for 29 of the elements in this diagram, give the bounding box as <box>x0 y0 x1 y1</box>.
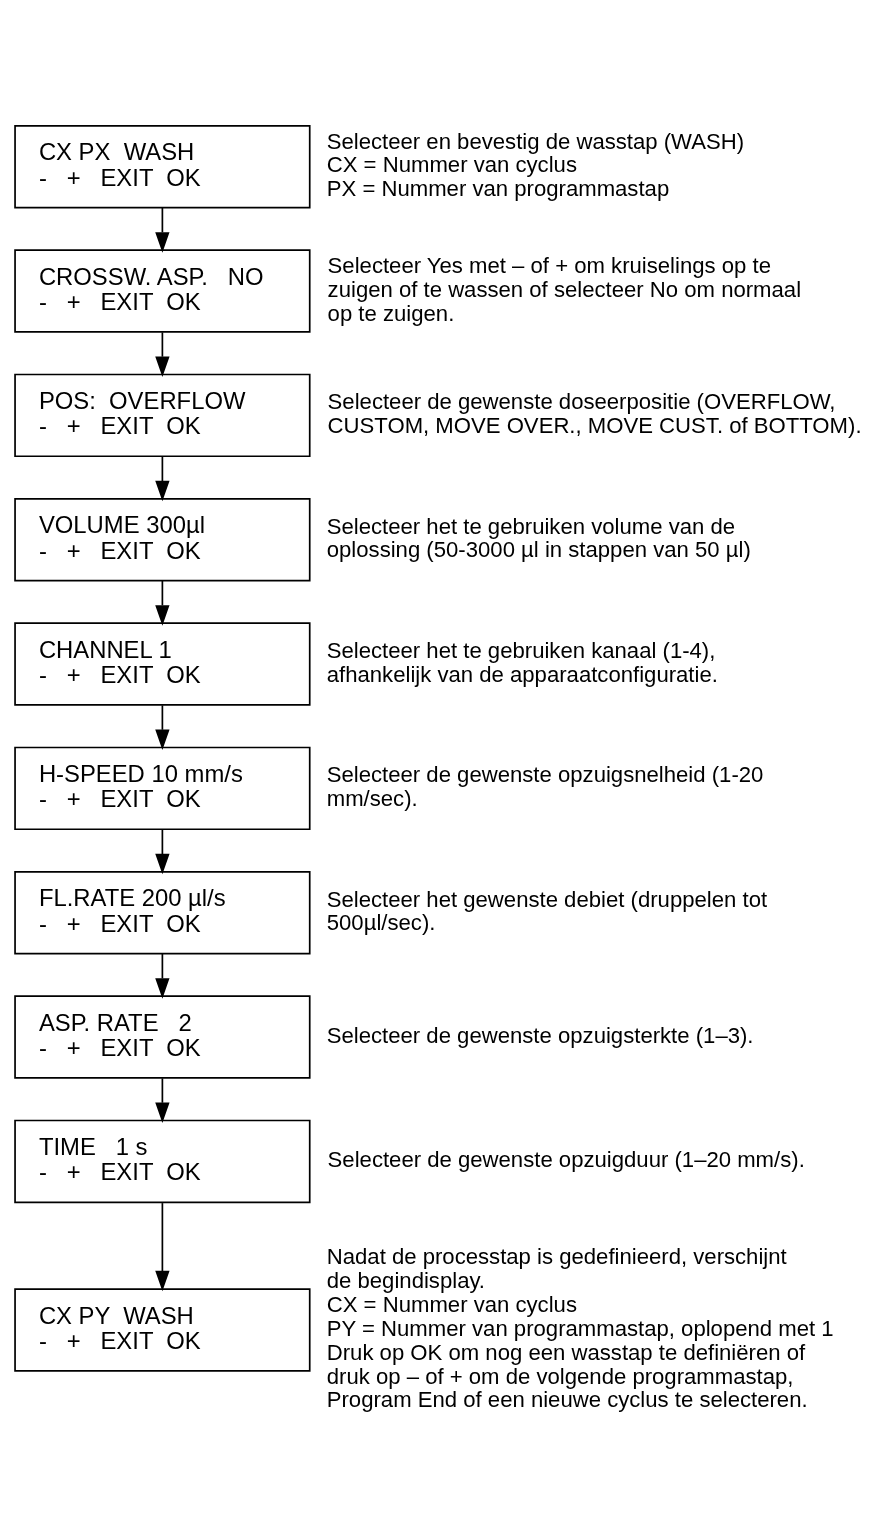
arrow <box>155 579 170 626</box>
arrow <box>155 1077 170 1123</box>
node-label: Nadat de processtap is gedefinieerd, verschijnt de begindisplay. <box>326 1243 787 1293</box>
node-label: Selecteer het gewenste debiet (druppelen tot 500µl/sec). <box>326 886 768 935</box>
node-label: Selecteer en bevestig de wasstap (WASH) <box>326 128 745 154</box>
node-box: ASP. RATE 2 - + EXIT OK <box>14 994 311 1079</box>
node-box: CX PY WASH - + EXIT OK <box>14 1287 311 1372</box>
node-box: CHANNEL 1 - + EXIT OK <box>14 621 311 706</box>
arrow <box>155 1201 170 1291</box>
arrow <box>155 828 170 874</box>
node-label: Selecteer de gewenste opzuigsterkte (1–3). <box>326 1022 754 1048</box>
node-label: Selecteer de gewenste opzuigsnelheid (1-20 mm/sec). <box>326 761 764 811</box>
node-label: Selecteer de gewenste doseerpositie (OVERFLOW, CUSTOM, MOVE OVER., MOVE CUST. of BOTTOM). <box>327 388 862 438</box>
arrow <box>155 206 170 253</box>
node-label: Selecteer Yes met – of + om kruiselings op te zuigen of te wassen of selecteer No om normaal op te zuigen. <box>327 252 802 326</box>
arrow <box>155 330 170 377</box>
node-box: CROSSW. ASP. NO - + EXIT OK <box>14 248 311 333</box>
arrow <box>155 952 170 999</box>
arrow <box>155 455 170 501</box>
node-box: FL.RATE 200 µl/s - + EXIT OK <box>14 870 311 954</box>
node-label: Selecteer de gewenste opzuigduur (1–20 mm/s). <box>327 1146 805 1172</box>
node-box: CX PX WASH - + EXIT OK <box>14 124 311 208</box>
node-box: H-SPEED 10 mm/s - + EXIT OK <box>14 746 311 830</box>
node-box: POS: OVERFLOW - + EXIT OK <box>14 373 311 457</box>
arrow <box>155 704 170 750</box>
node-box: VOLUME 300µl - + EXIT OK <box>14 497 311 581</box>
node-box: TIME 1 s - + EXIT OK <box>14 1119 311 1203</box>
node-label: Selecteer het te gebruiken kanaal (1-4), afhankelijk van de apparaatconfiguratie. <box>326 637 718 687</box>
node-label: Selecteer het te gebruiken volume van de oplossing (50-3000 µl in stappen van 50 µl) <box>326 513 751 562</box>
